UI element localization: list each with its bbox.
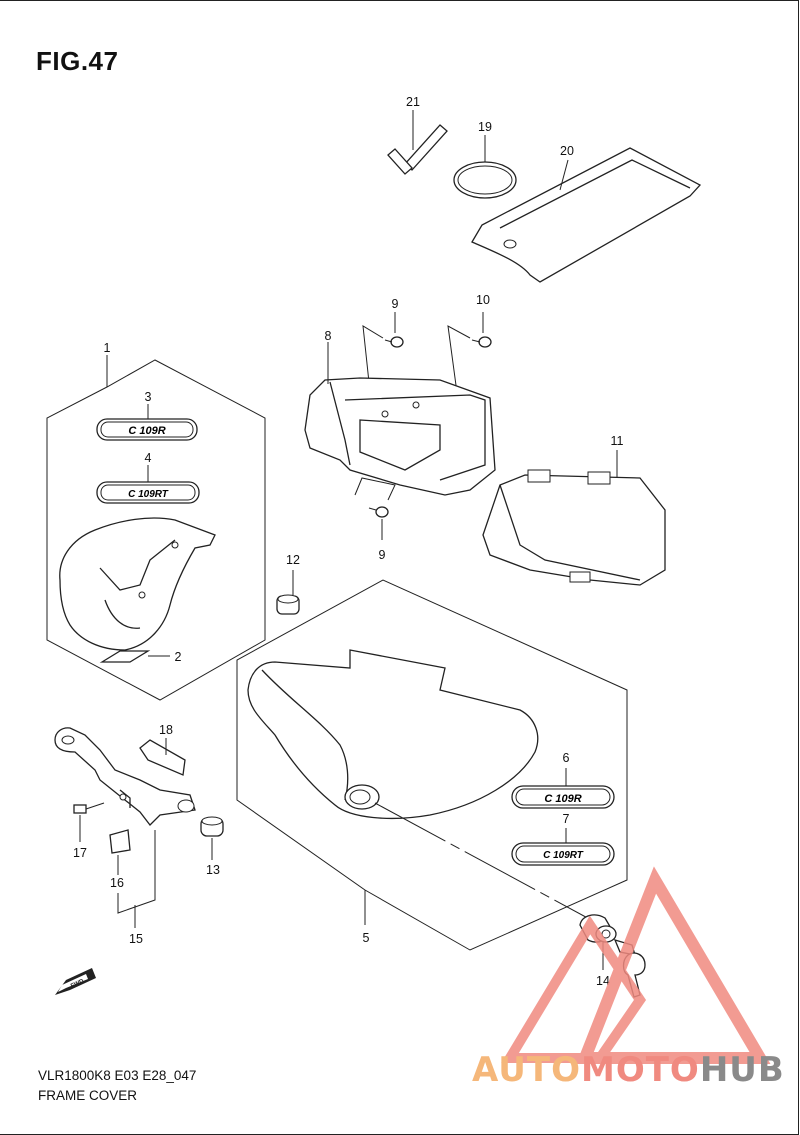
cushion-18: [139, 738, 186, 776]
emblem-7: C 109RT: [511, 842, 615, 866]
callout-11: 11: [611, 434, 624, 448]
watermark-part-1: AUTO: [472, 1050, 581, 1090]
emblem-6: C 109R: [511, 785, 615, 809]
callout-2: 2: [175, 650, 182, 664]
callout-1: 1: [104, 341, 111, 355]
group-5-frame: [236, 579, 628, 951]
figure-name: FRAME COVER: [38, 1088, 138, 1103]
callout-9-bottom: 9: [379, 548, 386, 562]
tape-part: [99, 650, 170, 663]
callout-15: 15: [129, 932, 143, 946]
left-side-cover: [59, 517, 216, 651]
grommet-12: [276, 570, 300, 615]
emblem-3-text: C 109R: [128, 425, 165, 437]
callout-20: 20: [560, 144, 574, 158]
tool-bag: [471, 147, 702, 283]
fwd-arrow-icon: FWD: [55, 968, 96, 995]
emblem-7-text: C 109RT: [543, 850, 584, 861]
callout-8: 8: [325, 329, 332, 343]
pad-16: [109, 829, 131, 875]
callout-14: 14: [596, 974, 610, 988]
grommet-13: [200, 816, 224, 860]
fwd-label: FWD: [70, 978, 86, 989]
watermark-logo: [501, 866, 771, 1064]
callout-7: 7: [563, 812, 570, 826]
watermark-text: AUTOMOTOHUB: [472, 1050, 785, 1090]
hex-wrench: [387, 110, 448, 175]
right-side-cover: [247, 649, 539, 820]
emblem-4: C 109RT: [96, 481, 200, 504]
emblem-6-text: C 109R: [544, 793, 581, 805]
bolt-17: [73, 802, 105, 842]
figure-title: FIG.47: [36, 46, 119, 76]
screw-10: [471, 312, 492, 348]
callout-19: 19: [478, 120, 492, 134]
screw-9-top: [384, 312, 404, 348]
callout-4: 4: [145, 451, 152, 465]
callout-21: 21: [406, 95, 420, 109]
callout-17: 17: [73, 846, 87, 860]
o-ring: [453, 135, 517, 199]
callout-9-top: 9: [392, 297, 399, 311]
figure-code: VLR1800K8 E03 E28_047: [38, 1068, 197, 1083]
emblem-3: C 109R: [96, 418, 198, 441]
callout-16: 16: [110, 876, 124, 890]
callout-10: 10: [476, 293, 490, 307]
group-1-frame: [46, 359, 266, 701]
callout-5: 5: [363, 931, 370, 945]
watermark-part-3: HUB: [699, 1050, 785, 1090]
battery-tray: [304, 342, 496, 496]
callout-18: 18: [159, 723, 173, 737]
emblem-4-text: C 109RT: [128, 489, 169, 500]
callout-13: 13: [206, 863, 220, 877]
battery-box-cover: [482, 450, 666, 586]
callout-3: 3: [145, 390, 152, 404]
screw-9-bottom: [368, 506, 389, 540]
bracket-group-15: [54, 727, 196, 826]
watermark-part-2: MOTO: [580, 1050, 700, 1090]
callout-6: 6: [563, 751, 570, 765]
callout-12: 12: [286, 553, 300, 567]
